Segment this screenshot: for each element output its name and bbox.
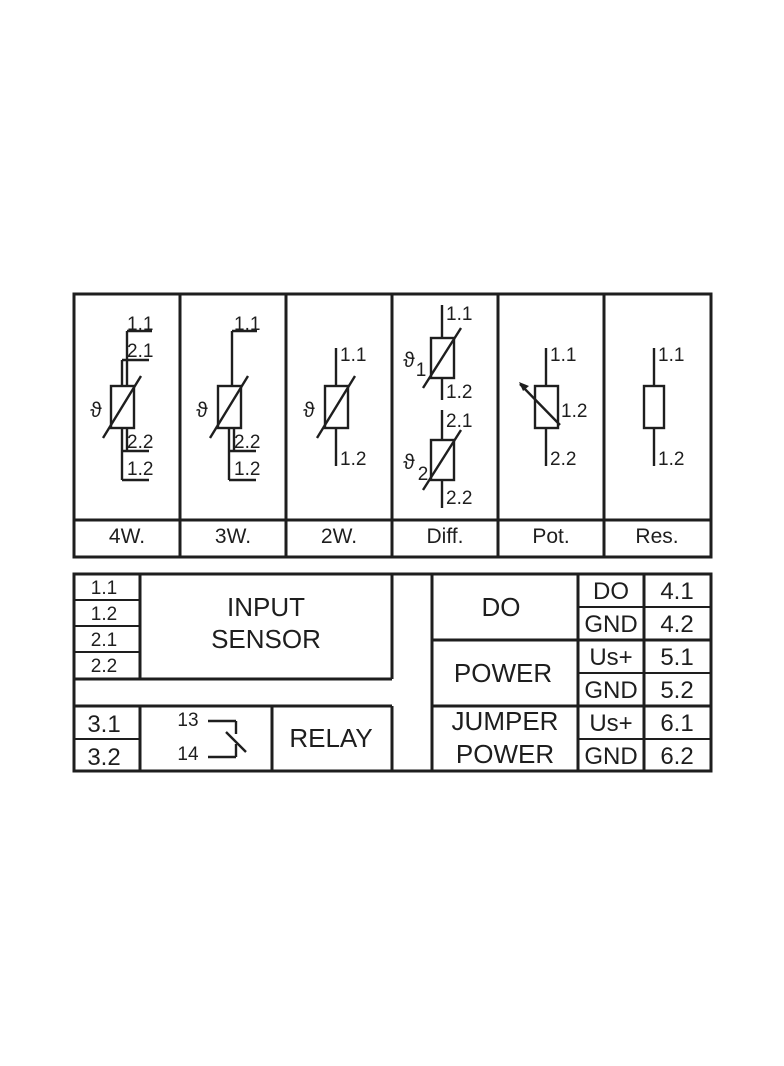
relay-pin-label: 3.1 bbox=[87, 711, 120, 738]
relay-contact-icon bbox=[208, 719, 247, 759]
terminal-number: 6.1 bbox=[660, 710, 693, 737]
terminal-pin-label: 2.1 bbox=[91, 630, 117, 651]
terminal-number: 4.1 bbox=[660, 578, 693, 605]
potentiometer-symbol: 1.1 1.2 2.2 bbox=[519, 345, 587, 470]
terminal-pin-label: 2.2 bbox=[91, 656, 117, 677]
connection-types-panel: ϑ 1.1 2.1 2.2 1.2 4W. ϑ 1.1 2.2 1.2 3W. bbox=[72, 292, 713, 559]
relay-block: 3.1 3.2 13 14 RELAY bbox=[74, 704, 394, 771]
terminal-number: 4.2 bbox=[660, 611, 693, 638]
do-title: DO bbox=[482, 592, 521, 622]
type-label-res: Res. bbox=[635, 525, 678, 548]
pin-label: 2.1 bbox=[446, 411, 472, 432]
contact-label: 14 bbox=[177, 744, 199, 765]
supply-terminal-block: DO POWER JUMPER POWER DO GND Us+ GND Us+… bbox=[432, 574, 711, 771]
type-label-3w: 3W. bbox=[215, 525, 251, 548]
terminal-number: 6.2 bbox=[660, 743, 693, 770]
theta-symbol: ϑ bbox=[196, 399, 208, 422]
pin-label: 1.1 bbox=[234, 314, 260, 335]
relay-title: RELAY bbox=[289, 723, 372, 753]
signal-label: GND bbox=[584, 677, 637, 704]
pin-label: 2.2 bbox=[550, 449, 576, 470]
pin-label: 1.1 bbox=[446, 304, 472, 325]
theta-symbol: ϑ bbox=[403, 451, 415, 474]
pin-label: 1.1 bbox=[550, 345, 576, 366]
subscript-label: 2 bbox=[418, 464, 429, 485]
signal-label: Us+ bbox=[589, 644, 632, 671]
resistor-symbol: 1.1 1.2 bbox=[642, 345, 684, 470]
type-label-4w: 4W. bbox=[109, 525, 145, 548]
input-sensor-block: 1.1 1.2 2.1 2.2 INPUT SENSOR bbox=[74, 574, 394, 681]
jumper-power-title: POWER bbox=[456, 739, 554, 769]
pin-label: 2.2 bbox=[127, 432, 153, 453]
pin-label: 1.2 bbox=[234, 459, 260, 480]
three-wire-rtd-symbol: ϑ 1.1 2.2 1.2 bbox=[196, 314, 260, 482]
signal-label: Us+ bbox=[589, 710, 632, 737]
type-label-2w: 2W. bbox=[321, 525, 357, 548]
subscript-label: 1 bbox=[416, 360, 427, 381]
pin-label: 1.2 bbox=[561, 401, 587, 422]
theta-symbol: ϑ bbox=[90, 399, 102, 422]
type-label-diff: Diff. bbox=[427, 525, 464, 548]
terminal-number: 5.1 bbox=[660, 644, 693, 671]
relay-pin-label: 3.2 bbox=[87, 744, 120, 771]
jumper-power-title: JUMPER bbox=[452, 706, 559, 736]
differential-rtd-symbol: ϑ 1 ϑ 2 1.1 1.2 2.1 2.2 bbox=[403, 304, 472, 509]
pin-label: 1.1 bbox=[658, 345, 684, 366]
input-sensor-title: SENSOR bbox=[211, 624, 321, 654]
terminal-pin-label: 1.1 bbox=[91, 578, 117, 599]
four-wire-rtd-symbol: ϑ 1.1 2.1 2.2 1.2 bbox=[90, 314, 153, 482]
terminal-pin-label: 1.2 bbox=[91, 604, 117, 625]
theta-symbol: ϑ bbox=[403, 349, 415, 372]
contact-label: 13 bbox=[177, 710, 198, 731]
pin-label: 1.2 bbox=[446, 382, 472, 403]
pin-label: 1.1 bbox=[127, 314, 153, 335]
pin-label: 2.1 bbox=[127, 341, 153, 362]
two-wire-rtd-symbol: ϑ 1.1 1.2 bbox=[303, 345, 366, 470]
theta-symbol: ϑ bbox=[303, 399, 315, 422]
type-label-pot: Pot. bbox=[532, 525, 569, 548]
terminal-number: 5.2 bbox=[660, 677, 693, 704]
pin-label: 1.2 bbox=[340, 449, 366, 470]
pin-label: 1.2 bbox=[658, 449, 684, 470]
signal-label: GND bbox=[584, 611, 637, 638]
pin-label: 2.2 bbox=[234, 432, 260, 453]
signal-label: GND bbox=[584, 743, 637, 770]
terminal-layout-panel: 1.1 1.2 2.1 2.2 INPUT SENSOR 3.1 3.2 13 … bbox=[72, 572, 713, 773]
input-sensor-title: INPUT bbox=[227, 592, 305, 622]
signal-label: DO bbox=[593, 578, 629, 605]
power-title: POWER bbox=[454, 658, 552, 688]
pin-label: 2.2 bbox=[446, 488, 472, 509]
pin-label: 1.2 bbox=[127, 459, 153, 480]
pin-label: 1.1 bbox=[340, 345, 366, 366]
